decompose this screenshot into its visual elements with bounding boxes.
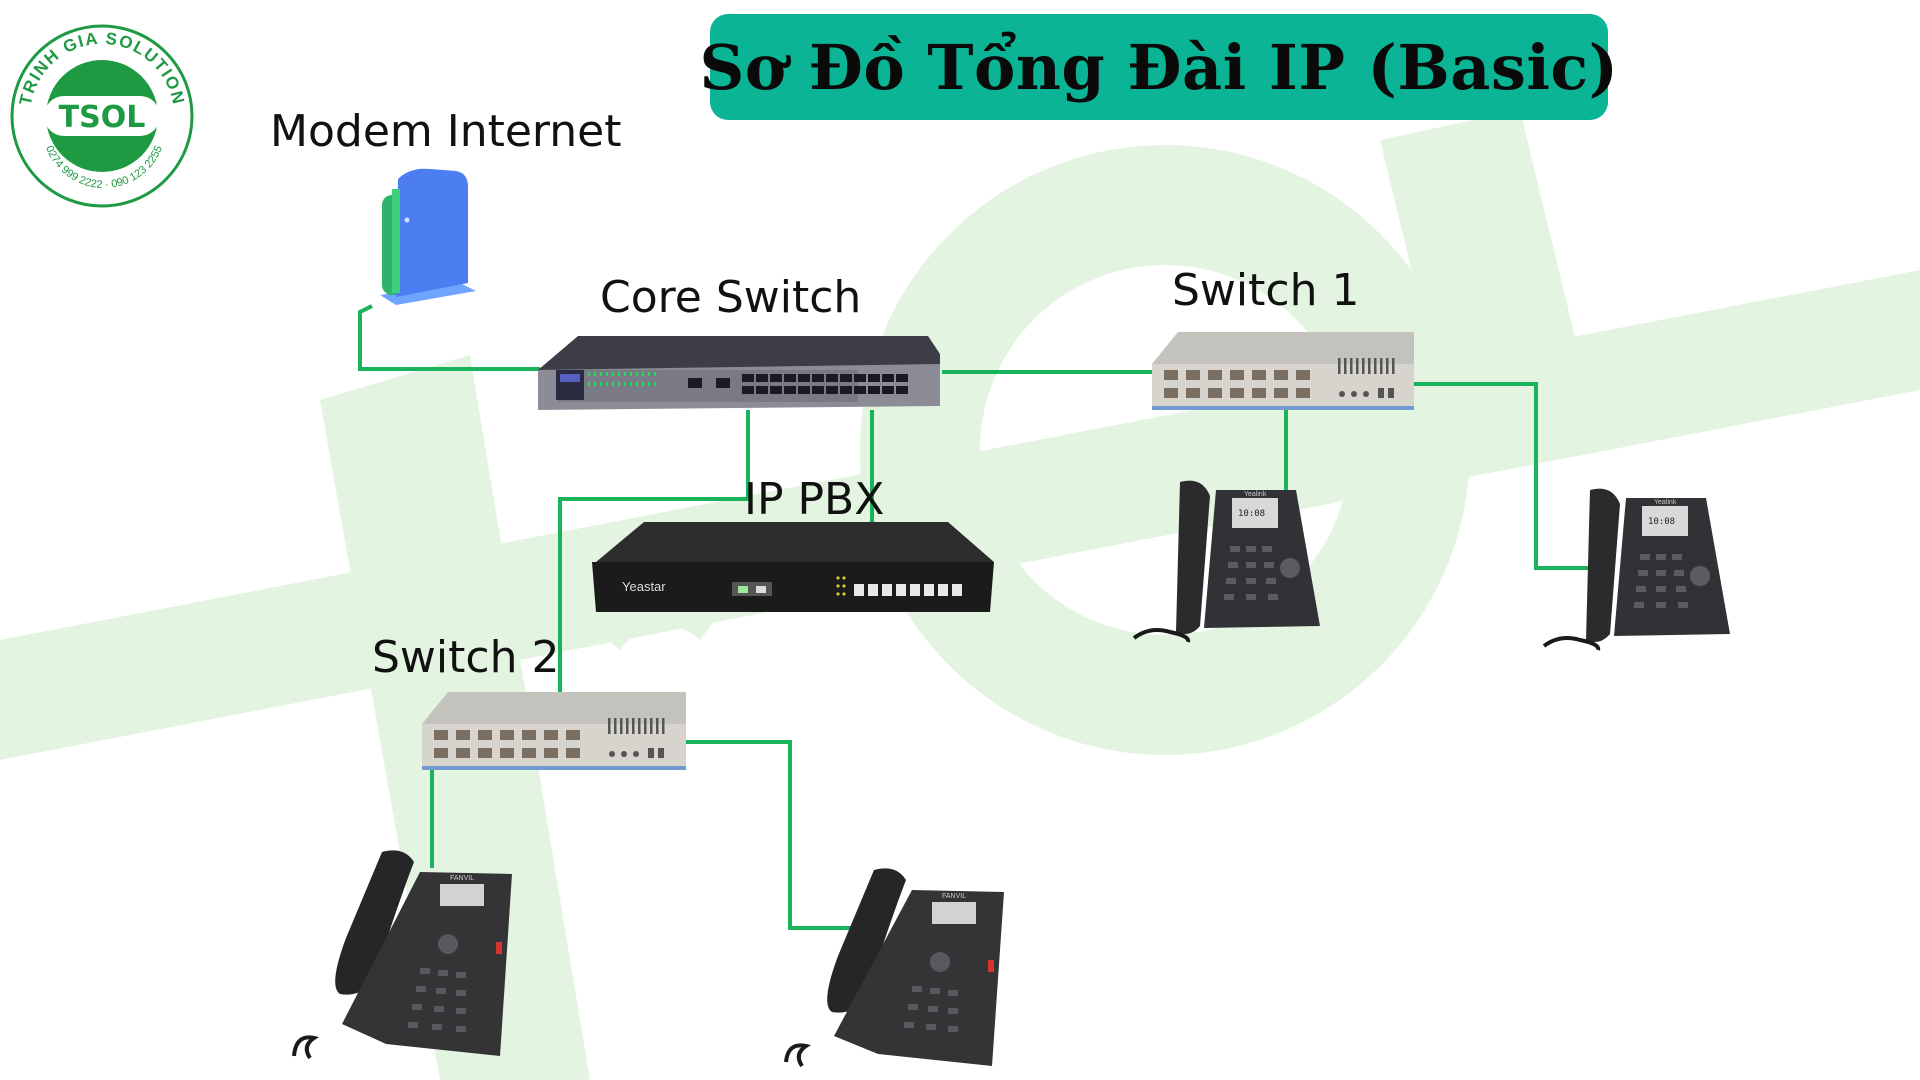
link-switch1-phone2 — [1410, 382, 1600, 570]
link-switch2-phone4 — [682, 740, 868, 930]
modem-device — [370, 165, 480, 325]
phone-2-brand: Yealink — [1654, 499, 1677, 506]
tsol-logo: TRINH GIA SOLUTION TSOL 0274 999 2222 · … — [8, 22, 196, 210]
switch-2-device — [422, 690, 686, 778]
label-core-switch: Core Switch — [600, 272, 862, 323]
link-core-switch2 — [558, 410, 750, 698]
ip-pbx-device: Yeastar — [592, 520, 994, 616]
label-switch-1: Switch 1 — [1172, 265, 1360, 316]
phone-4-brand: FANVIL — [942, 893, 966, 900]
page-title: Sơ Đồ Tổng Đài IP (Basic) — [699, 30, 1619, 104]
ip-phone-2: Yealink 10:08 — [1540, 484, 1760, 660]
label-switch-2: Switch 2 — [372, 632, 560, 683]
label-ip-pbx: IP PBX — [744, 474, 885, 525]
logo-monogram: TSOL — [59, 100, 146, 135]
ip-phone-1: Yealink 10:08 — [1130, 476, 1350, 652]
pbx-brand: Yeastar — [622, 579, 666, 594]
label-modem: Modem Internet — [270, 106, 622, 157]
ip-phone-3: FANVIL — [290, 848, 520, 1070]
phone-3-brand: FANVIL — [450, 875, 474, 882]
phone-1-screen-time: 10:08 — [1238, 509, 1265, 519]
phone-1-brand: Yealink — [1244, 491, 1267, 498]
core-switch-device — [538, 330, 944, 412]
ip-phone-4: FANVIL — [782, 866, 1012, 1076]
title-banner: Sơ Đồ Tổng Đài IP (Basic) — [700, 14, 1618, 120]
switch-1-device — [1152, 330, 1414, 416]
link-modem-core — [358, 304, 540, 371]
phone-2-screen-time: 10:08 — [1648, 517, 1675, 527]
